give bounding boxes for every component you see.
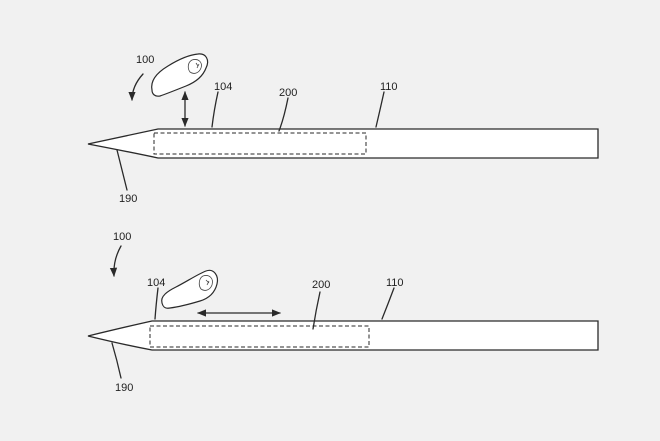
finger-top [151,53,209,97]
bottom-view: 100 104 200 110 190 [87,231,599,394]
leader-200-top [278,97,289,132]
label-110-bottom: 110 [386,277,404,289]
label-110-top: 110 [380,81,398,93]
top-view: 100 104 200 110 190 [87,53,599,205]
label-190-top: 190 [119,193,137,205]
stylus-body-top [87,128,599,159]
label-190-bottom: 190 [115,382,133,394]
sensor-region-bottom [149,325,370,348]
label-100-top: 100 [136,54,154,66]
label-200-bottom: 200 [312,279,330,291]
leader-104-bottom [154,287,159,320]
label-200-top: 200 [279,87,297,99]
sensor-region-top [153,132,367,155]
leader-190-top [116,149,128,191]
label-104-bottom: 104 [147,277,165,289]
leader-200-bottom [312,291,321,330]
device-pointer-arrow-bottom [109,245,122,277]
leader-110-bottom [381,287,395,320]
device-pointer-arrow-top [128,73,144,101]
label-100-bottom: 100 [113,231,131,243]
leader-190-bottom [111,342,122,379]
leader-110-top [375,91,385,128]
stylus-body-bottom [87,320,599,351]
leader-104-top [211,91,219,128]
label-104-top: 104 [214,81,232,93]
finger-bottom [161,269,219,309]
